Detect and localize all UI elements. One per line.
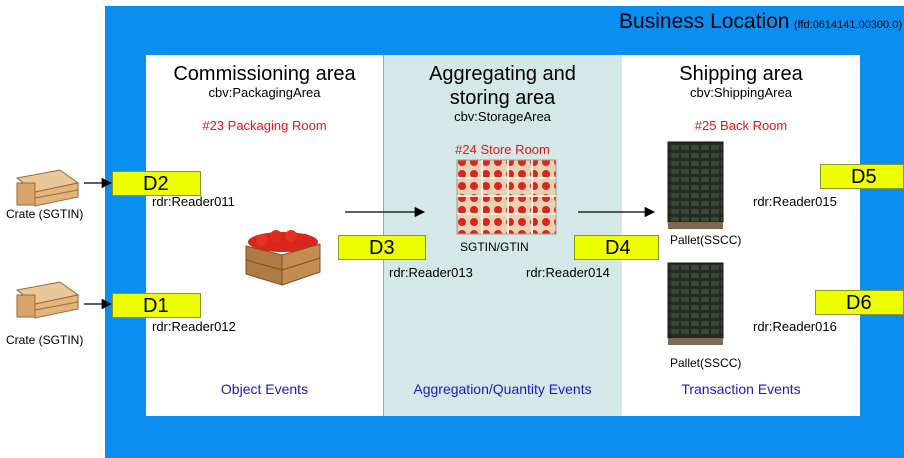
crate-top-label: Crate (SGTIN): [6, 207, 84, 221]
store-room-crates-image: [456, 159, 557, 235]
crate-bottom-icon: [15, 281, 80, 319]
pallet-bottom-label: Pallet(SSCC): [670, 356, 742, 370]
door-d1: D1: [112, 293, 201, 318]
storage-area-cbv: cbv:StorageArea: [454, 109, 551, 124]
transaction-events-label: Transaction Events: [681, 381, 801, 397]
crate-bottom-label: Crate (SGTIN): [6, 333, 84, 347]
reader-014-label: rdr:Reader014: [526, 265, 610, 280]
pallet-top-label: Pallet(SSCC): [670, 233, 742, 247]
door-d6: D6: [815, 290, 904, 315]
business-location-id: (ffd:0614141.00300.0): [793, 19, 902, 31]
reader-011-label: rdr:Reader011: [152, 194, 235, 209]
pallet-top-icon: [667, 141, 724, 229]
crate-top-icon: [15, 169, 80, 207]
reader-012-label: rdr:Reader012: [152, 319, 236, 334]
business-location-title: Business Location (ffd:0614141.00300.0): [619, 10, 902, 34]
object-events-label: Object Events: [220, 381, 309, 397]
door-d2: D2: [112, 171, 201, 196]
commissioning-area-title: Commissioning area: [173, 63, 356, 85]
commissioning-area-cbv: cbv:PackagingArea: [208, 85, 321, 100]
tomato-crate-icon: [245, 230, 321, 286]
business-location-label: Business Location: [619, 10, 790, 33]
aggregating-area-title-line1: Aggregating and: [429, 63, 576, 85]
sgtin-gtin-label: SGTIN/GTIN: [460, 240, 529, 254]
shipping-area: [622, 55, 860, 416]
reader-013-label: rdr:Reader013: [389, 265, 473, 280]
aggregating-area-title-line2: storing area: [449, 87, 556, 109]
door-d5: D5: [820, 164, 904, 189]
store-room-label: #24 Store Room: [455, 142, 550, 157]
pallet-bottom-icon: [667, 262, 724, 345]
shipping-area-cbv: cbv:ShippingArea: [690, 85, 792, 100]
door-d4: D4: [574, 235, 659, 260]
packaging-room-label: #23 Packaging Room: [202, 118, 327, 133]
door-d3: D3: [338, 235, 426, 260]
reader-015-label: rdr:Reader015: [753, 194, 837, 209]
reader-016-label: rdr:Reader016: [753, 319, 837, 334]
aggregation-events-label: Aggregation/Quantity Events: [413, 381, 592, 397]
shipping-area-title: Shipping area: [679, 63, 803, 85]
back-room-label: #25 Back Room: [694, 118, 788, 133]
